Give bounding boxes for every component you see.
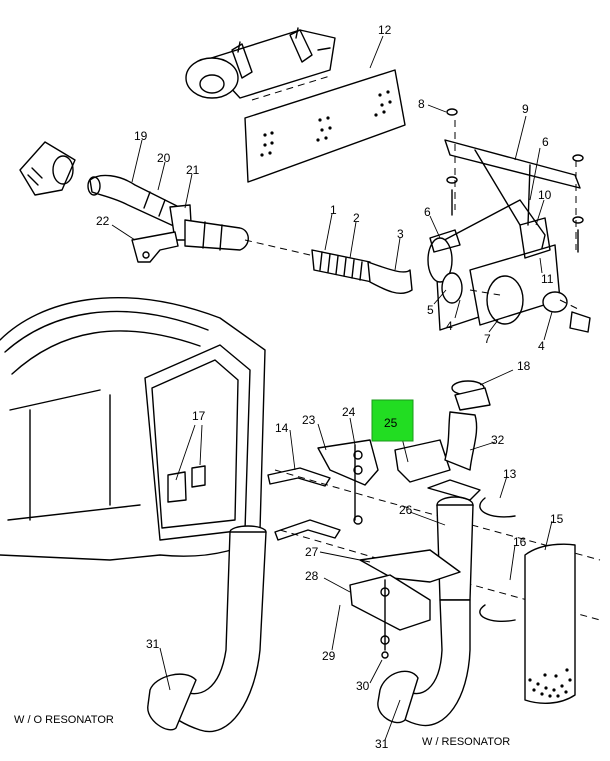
callout-24: 24 [342, 405, 356, 419]
hardware-8 [446, 108, 584, 253]
callout-30: 30 [356, 679, 370, 693]
bracket-23-24 [317, 439, 379, 525]
leader-lines [111, 35, 553, 741]
caption-with-resonator: W / RESONATOR [422, 736, 510, 748]
callout-1: 1 [330, 203, 337, 217]
callout-29: 29 [322, 649, 336, 663]
callout-25: 25 [384, 416, 398, 430]
callout-6a: 6 [424, 205, 431, 219]
callout-22: 22 [96, 214, 110, 228]
callout-11: 11 [541, 272, 554, 286]
callout-16: 16 [513, 535, 527, 549]
caption-without-resonator: W / O RESONATOR [14, 714, 114, 726]
callout-18: 18 [517, 359, 531, 373]
elbow-pipe-with-resonator [377, 599, 471, 727]
callout-6b: 6 [542, 135, 549, 149]
stack-18-32 [444, 380, 491, 471]
callout-12: 12 [378, 23, 392, 37]
heat-shield-12 [244, 69, 406, 183]
callout-10: 10 [538, 188, 552, 202]
callout-13: 13 [503, 467, 517, 481]
heat-guard-15 [524, 543, 576, 704]
muffler-assembly [427, 199, 591, 333]
callout-9: 9 [522, 102, 529, 116]
bracket-25 [394, 439, 451, 483]
mount-bracket-9 [444, 120, 581, 250]
callout-20: 20 [157, 151, 171, 165]
bracket-27 [359, 549, 461, 583]
top-muffler [185, 27, 336, 99]
callout-19: 19 [134, 129, 148, 143]
callout-labels: 12 9 8 6 10 11 6 1 2 3 5 4 7 4 19 20 21 … [96, 23, 564, 751]
flex-tube-1-2-3 [311, 249, 413, 294]
callout-21: 21 [186, 163, 200, 177]
bracket-28-29 [349, 574, 431, 659]
elbow-pipe-without-resonator [147, 525, 267, 733]
callout-31b: 31 [375, 737, 389, 751]
callout-4b: 4 [538, 339, 545, 353]
callout-7: 7 [484, 332, 491, 346]
u-bolt-13 [479, 497, 516, 622]
turbo-outlet [19, 141, 76, 196]
callout-15: 15 [550, 512, 564, 526]
callout-23: 23 [302, 413, 316, 427]
callout-3: 3 [397, 227, 404, 241]
resonator-26 [427, 479, 481, 601]
callout-5: 5 [427, 303, 434, 317]
bracket-22 [131, 231, 179, 263]
highlight-box-25 [371, 399, 414, 442]
callout-4a: 4 [446, 319, 453, 333]
callout-26: 26 [399, 503, 413, 517]
callout-2: 2 [353, 211, 360, 225]
callout-28: 28 [305, 569, 319, 583]
callout-32: 32 [491, 433, 505, 447]
callout-14: 14 [275, 421, 289, 435]
pipe-19-20-21 [87, 174, 193, 241]
cab-outline [0, 297, 266, 561]
callout-31a: 31 [146, 637, 160, 651]
callout-27: 27 [305, 545, 319, 559]
callout-8: 8 [418, 97, 425, 111]
flex-pipe-upper [184, 219, 311, 256]
callout-17: 17 [192, 409, 206, 423]
